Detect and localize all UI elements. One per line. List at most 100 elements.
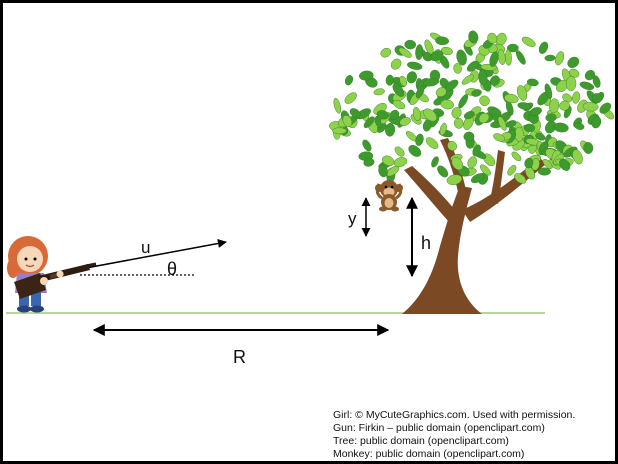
leaf <box>349 108 361 118</box>
rifle-icon <box>14 262 97 299</box>
leaf <box>493 133 506 142</box>
leaf <box>572 91 581 104</box>
leaf <box>415 85 425 99</box>
leaf <box>523 123 536 133</box>
leaf <box>422 77 440 87</box>
tree-branch-right-upper <box>490 150 505 204</box>
angle-label: θ <box>167 259 178 279</box>
leaf <box>425 137 439 149</box>
leaf <box>333 97 342 114</box>
leaf <box>382 155 395 167</box>
image-credits: Girl: © MyCuteGraphics.com. Used with pe… <box>333 409 575 461</box>
fall-distance-label: y <box>348 209 357 228</box>
leaf <box>453 63 462 74</box>
leaf <box>439 122 447 136</box>
leaf <box>390 58 402 70</box>
leaf <box>399 117 411 126</box>
leaf <box>478 69 488 86</box>
leaf <box>435 87 447 97</box>
leaf <box>535 132 546 141</box>
leaf <box>376 110 390 120</box>
leaf <box>332 127 347 135</box>
velocity-arrow <box>85 239 227 269</box>
leaf <box>553 122 569 133</box>
leaf <box>565 76 577 92</box>
leaf <box>363 116 375 129</box>
leaf <box>583 142 594 154</box>
leaf <box>544 54 556 62</box>
leaf <box>453 117 464 129</box>
leaf <box>514 173 527 184</box>
tree-branch-left <box>404 166 458 222</box>
credit-girl: Girl: © MyCuteGraphics.com. Used with pe… <box>333 409 576 421</box>
leaf <box>506 43 519 53</box>
tree-branch-right <box>462 158 546 222</box>
leaf <box>435 36 449 46</box>
leaf <box>373 88 385 96</box>
leaf <box>344 92 357 104</box>
leaf <box>538 41 549 54</box>
leaf <box>441 46 453 56</box>
leaf <box>516 85 528 101</box>
leaf <box>504 49 512 66</box>
leaf <box>389 109 400 121</box>
leaf <box>385 74 394 86</box>
leaf <box>526 78 539 87</box>
leaf <box>463 131 475 142</box>
velocity-label: u <box>141 238 151 257</box>
leaf <box>407 61 423 70</box>
leaf <box>470 173 485 184</box>
credit-tree: Tree: public domain (openclipart.com) <box>333 435 509 447</box>
girl-figure-icon <box>7 236 48 313</box>
leaf <box>344 75 354 86</box>
leaf <box>467 156 477 169</box>
leaf <box>385 123 396 137</box>
leaf <box>342 115 353 127</box>
leaf <box>497 116 507 131</box>
monkey-icon <box>375 180 403 212</box>
leaf <box>468 30 479 44</box>
leaf <box>582 102 599 112</box>
leaf <box>517 102 532 110</box>
leaf <box>542 158 553 170</box>
leaf <box>392 83 405 97</box>
leaf <box>461 74 475 85</box>
leaf <box>458 94 469 109</box>
leaf <box>398 47 412 58</box>
leaf <box>537 167 551 176</box>
leaf <box>412 106 421 121</box>
leaf <box>514 126 524 142</box>
leaf <box>573 122 585 130</box>
leaf <box>393 157 408 168</box>
leaf <box>456 49 467 66</box>
leaf <box>479 95 490 106</box>
leaf <box>451 157 464 171</box>
leaf <box>463 111 475 120</box>
leaf <box>404 39 416 50</box>
leaf <box>408 144 422 157</box>
leaf <box>446 174 463 185</box>
range-label: R <box>233 347 246 367</box>
leaf <box>549 98 560 114</box>
height-label: h <box>421 233 432 253</box>
leaf <box>490 75 500 86</box>
leaf <box>592 75 601 88</box>
leaf <box>545 113 557 122</box>
leaf <box>359 70 374 81</box>
leaf <box>429 50 444 62</box>
leaf <box>363 157 375 167</box>
tree <box>329 30 615 314</box>
leaf <box>392 100 406 110</box>
leaf <box>511 151 522 162</box>
leaf <box>507 165 517 176</box>
leaf <box>572 149 583 165</box>
leaf <box>559 100 570 111</box>
leaf <box>431 156 439 168</box>
leaf <box>472 144 481 157</box>
leaf <box>471 89 482 97</box>
leaf <box>591 116 602 129</box>
leaf <box>567 56 580 68</box>
leaf <box>479 164 491 176</box>
